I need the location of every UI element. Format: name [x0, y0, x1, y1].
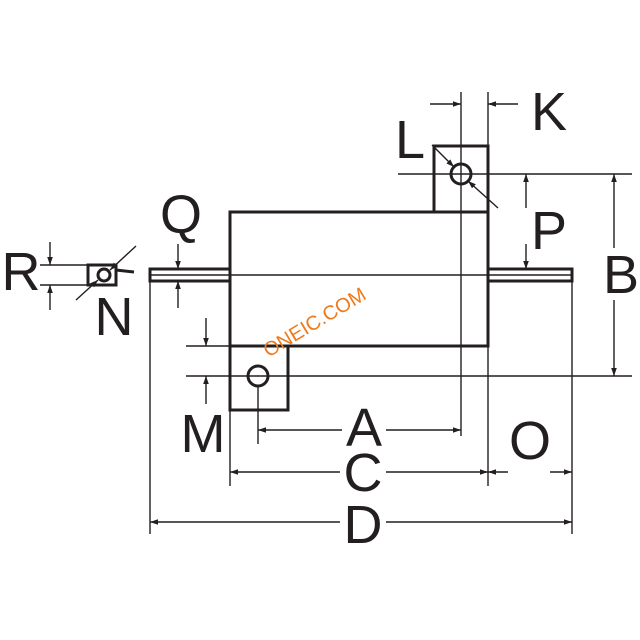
lead-end-hole [96, 267, 112, 283]
bottom-mounting-tab [228, 344, 290, 412]
label-m: M [181, 404, 226, 464]
label-q: Q [160, 185, 202, 245]
label-b: B [603, 245, 639, 305]
dim-l-line-upper [431, 144, 455, 168]
dim-n-line-lower [75, 279, 99, 301]
dim-l-line-lower [467, 180, 499, 209]
lead-end-view-tip [115, 268, 135, 274]
left-lead [148, 267, 232, 283]
label-a: A [346, 398, 382, 458]
label-k: K [531, 82, 567, 142]
label-n: N [95, 287, 134, 347]
label-l: L [395, 110, 425, 170]
lead-end-view [86, 263, 118, 287]
label-r: R [2, 242, 41, 302]
label-p: P [531, 201, 567, 261]
label-o: O [509, 411, 551, 471]
dim-n-line-upper [109, 245, 137, 271]
label-d: D [344, 495, 383, 555]
resistor-body [228, 210, 490, 348]
label-c: C [344, 443, 383, 503]
